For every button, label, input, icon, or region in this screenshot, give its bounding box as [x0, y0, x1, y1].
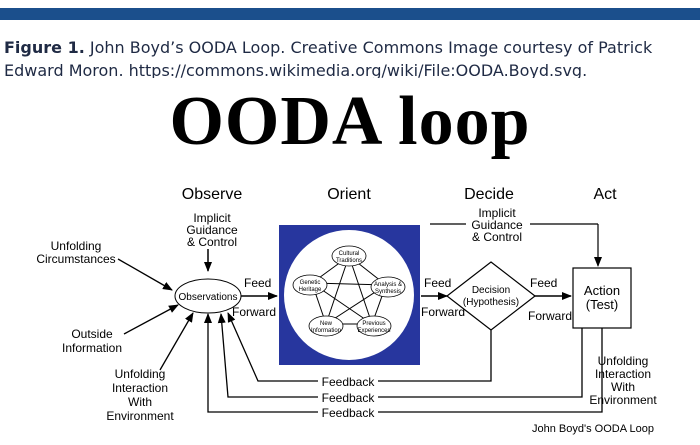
unfolding-circumstances-2: Circumstances	[36, 252, 115, 266]
interaction-right-2: Interaction	[595, 367, 651, 381]
caption-line-1: John Boyd’s OODA Loop. Creative Commons …	[89, 38, 653, 57]
new-info-1: New	[320, 321, 333, 327]
caption-line-2: Edward Moron. https://commons.wikimedia.…	[4, 61, 588, 78]
orient-node-new-info: New Information	[308, 315, 344, 337]
decision-2: (Hypothesis)	[463, 297, 519, 308]
decision-node	[446, 261, 536, 331]
feedback-3-bg	[318, 405, 378, 419]
feedback-loop-3	[204, 313, 603, 413]
interaction-left-4: Environment	[106, 409, 174, 423]
implicit-right-2: Guidance	[471, 218, 523, 232]
diagram-footer: John Boyd's OODA Loop	[532, 423, 654, 435]
phase-decide: Decide	[464, 186, 514, 203]
feed-3: Feed	[530, 276, 557, 290]
orient-node-cultural: Cultural Traditions	[331, 245, 367, 267]
implicit-right-bg	[466, 205, 530, 245]
new-info-2: Information	[311, 328, 341, 334]
interaction-left-2: Interaction	[112, 381, 168, 395]
phase-act: Act	[593, 186, 617, 203]
forward-1: Forward	[232, 305, 276, 319]
action-1: Action	[584, 283, 620, 298]
cultural-1: Cultural	[339, 251, 360, 257]
forward-3: Forward	[528, 309, 572, 323]
action-node	[572, 267, 632, 329]
feedback-2-bg	[318, 390, 378, 404]
outside-information-1: Outside	[71, 327, 113, 341]
orient-node-genetic: Genetic Heritage	[292, 274, 328, 296]
figure-label: Figure 1.	[4, 38, 85, 57]
figure-caption: Figure 1. John Boyd’s OODA Loop. Creativ…	[4, 36, 694, 78]
decision-1: Decision	[472, 285, 510, 296]
feed-2: Feed	[424, 276, 451, 290]
arrow-circumstances	[117, 258, 173, 291]
observations-label: Observations	[179, 292, 238, 303]
interaction-left-1: Unfolding	[115, 367, 166, 381]
analysis-1: Analysis &	[374, 282, 402, 288]
analysis-2: Synthesis	[375, 289, 401, 295]
phase-observe: Observe	[182, 186, 243, 203]
previous-2: Experiences	[357, 328, 390, 334]
cultural-2: Traditions	[336, 258, 362, 264]
interaction-right-3: With	[611, 380, 635, 394]
feedback-loop-2	[217, 313, 583, 398]
feedback-1: Feedback	[322, 375, 376, 389]
interaction-right-4: Environment	[589, 393, 657, 407]
implicit-right-3: & Control	[472, 230, 522, 244]
feedback-1-bg	[318, 374, 378, 388]
orient-node-analysis: Analysis & Synthesis	[370, 276, 406, 298]
arrow-outside-info	[123, 304, 179, 335]
implicit-left-3: & Control	[187, 235, 237, 249]
arrow-interaction-left	[159, 312, 194, 371]
feedback-3: Feedback	[322, 406, 376, 420]
genetic-1: Genetic	[300, 280, 321, 286]
feedback-2: Feedback	[322, 391, 376, 405]
diagram-title: OODA loop	[169, 83, 531, 160]
feed-1: Feed	[244, 276, 271, 290]
implicit-right-1: Implicit	[478, 206, 516, 220]
orient-node-previous: Previous Experiences	[356, 315, 392, 337]
action-2: (Test)	[586, 297, 619, 312]
header-bar	[0, 8, 700, 20]
implicit-left-1: Implicit	[193, 211, 231, 225]
phase-orient: Orient	[327, 186, 371, 203]
outside-information-2: Information	[62, 341, 122, 355]
interaction-right-1: Unfolding	[598, 354, 649, 368]
previous-1: Previous	[362, 321, 385, 327]
forward-2: Forward	[421, 305, 465, 319]
implicit-left-2: Guidance	[186, 223, 238, 237]
unfolding-circumstances-1: Unfolding	[51, 239, 102, 253]
interaction-left-3: With	[128, 395, 152, 409]
genetic-2: Heritage	[299, 287, 322, 293]
